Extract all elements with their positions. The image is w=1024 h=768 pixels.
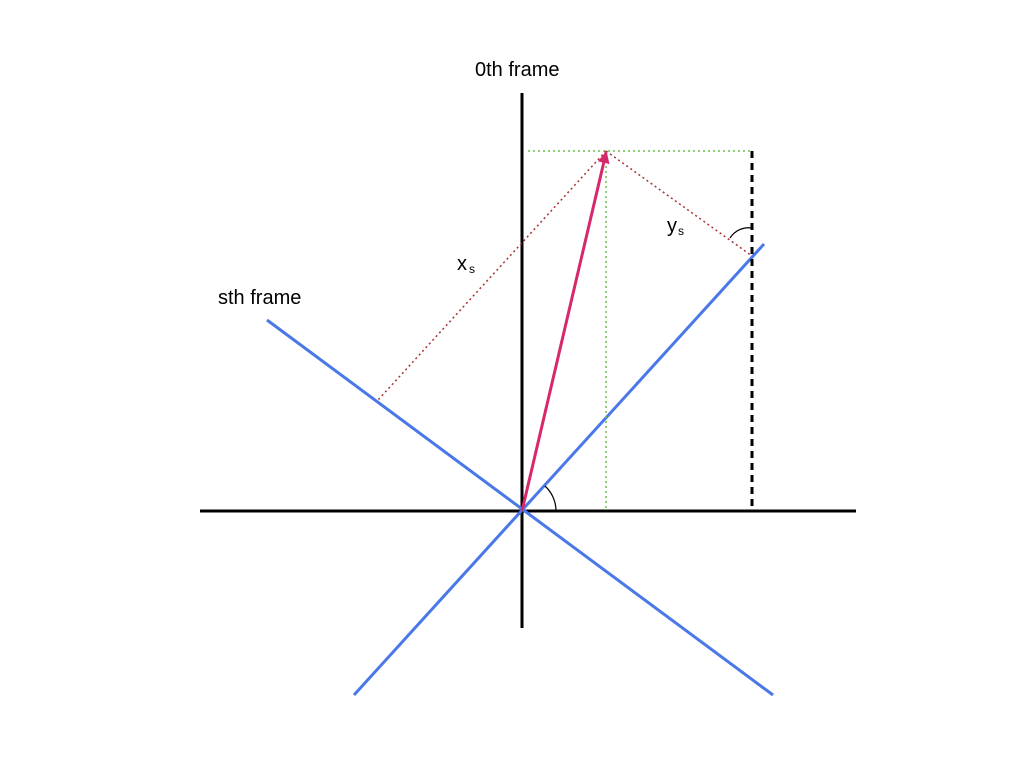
x-s-subscript: s bbox=[469, 262, 475, 276]
zeroth-frame-label: 0th frame bbox=[475, 59, 559, 81]
position-vector-arrow bbox=[520, 151, 610, 512]
s-frame-x-axis bbox=[352, 242, 766, 697]
s-frame-label: sth frame bbox=[218, 287, 301, 309]
right-angle-arc bbox=[729, 227, 753, 239]
y-s-subscript: s bbox=[678, 224, 684, 238]
x-s-label: x bbox=[457, 253, 467, 275]
y-s-projection-line bbox=[605, 150, 753, 257]
x-s-projection-line bbox=[377, 150, 607, 401]
s-frame-y-axis bbox=[266, 318, 774, 697]
rotation-angle-arc bbox=[544, 485, 557, 512]
y-s-label: y bbox=[667, 215, 677, 237]
